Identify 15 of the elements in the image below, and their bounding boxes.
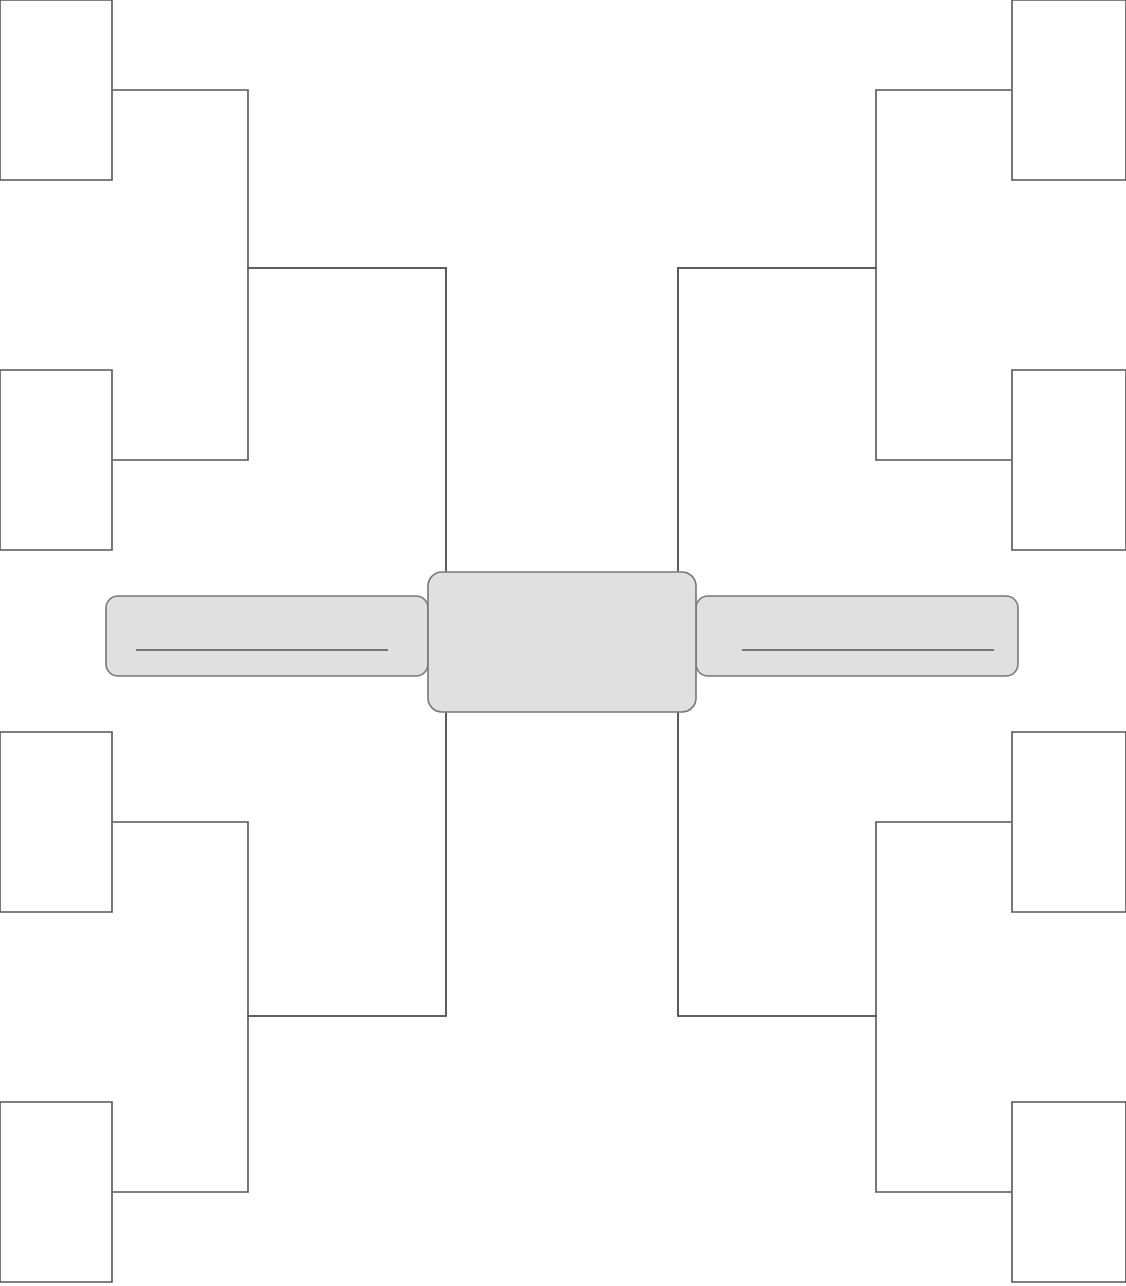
name-bar — [695, 595, 1019, 677]
outer-box — [0, 1101, 113, 1283]
bracket-line — [677, 712, 1012, 1193]
outer-box — [1011, 731, 1126, 913]
outer-box — [0, 0, 113, 181]
bracket-line — [677, 267, 1012, 572]
bracket-line — [112, 267, 447, 572]
center-box — [427, 571, 697, 713]
outer-box — [0, 369, 113, 551]
outer-box — [1011, 1101, 1126, 1283]
outer-box — [1011, 0, 1126, 181]
outer-box — [1011, 369, 1126, 551]
bracket-line — [112, 712, 447, 1193]
outer-box — [0, 731, 113, 913]
name-bar — [105, 595, 429, 677]
